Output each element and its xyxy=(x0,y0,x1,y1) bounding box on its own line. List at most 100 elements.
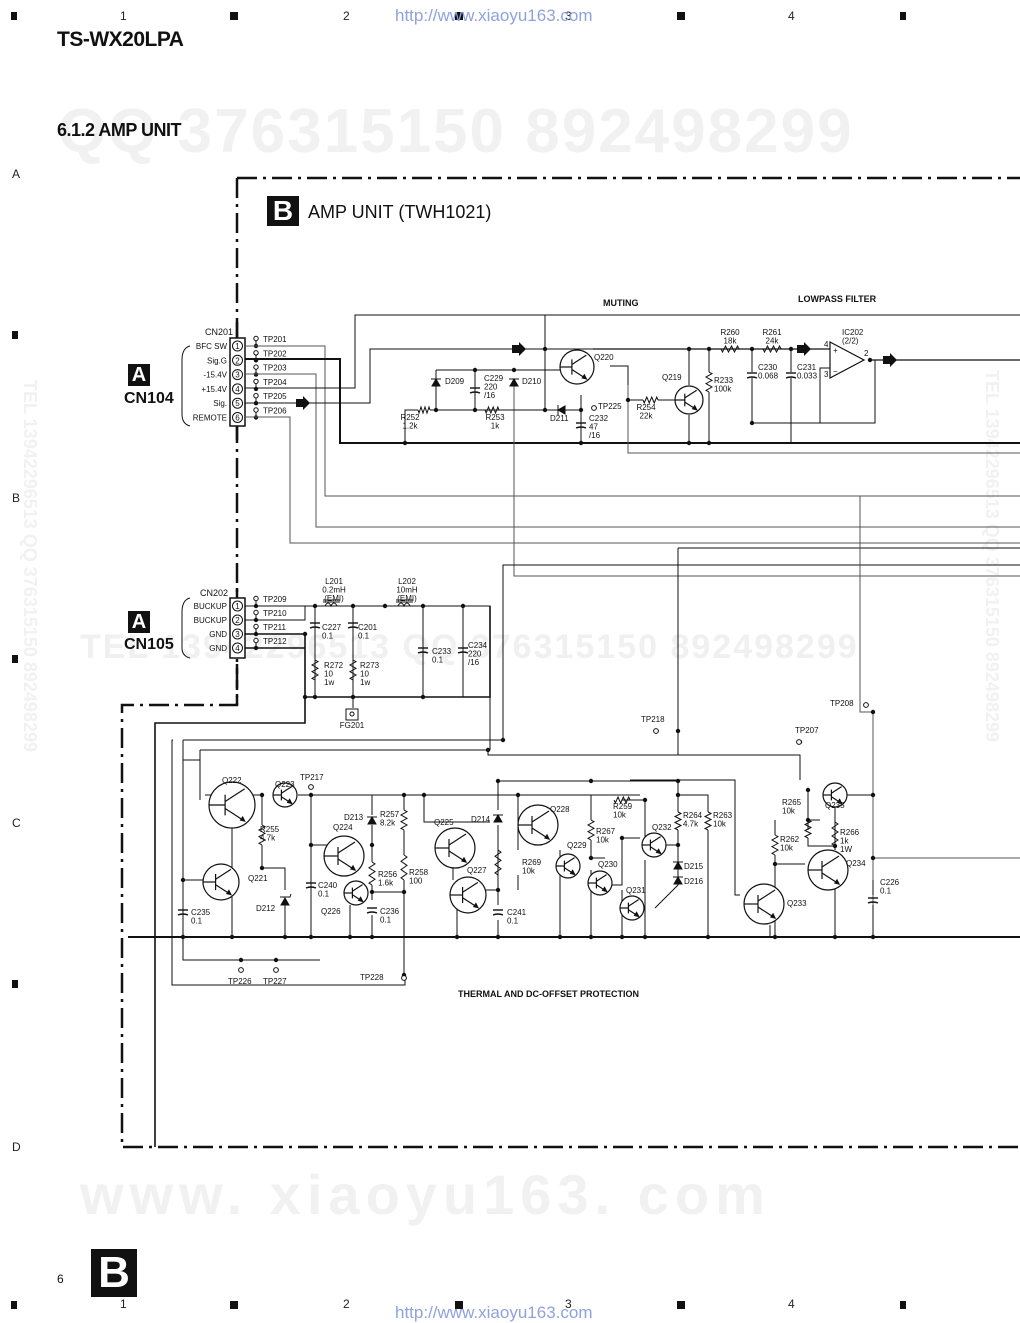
footer-board-badge: B xyxy=(91,1249,137,1297)
test-point-icon[interactable] xyxy=(653,728,659,734)
row-letter: C xyxy=(12,816,21,830)
junction-dot xyxy=(557,934,563,940)
cn105-badge: A xyxy=(128,611,150,633)
junction-dot xyxy=(259,865,265,871)
test-point-icon[interactable] xyxy=(253,364,259,370)
transistor-icon xyxy=(641,832,667,858)
test-point-icon[interactable] xyxy=(253,378,259,385)
connector-pin xyxy=(232,628,243,640)
component-label-d213: D213 xyxy=(344,813,364,822)
resistor-icon xyxy=(762,344,782,354)
test-point-icon[interactable] xyxy=(253,350,259,356)
board-title: AMP UNIT (TWH1021) xyxy=(308,202,492,222)
grid-marker xyxy=(230,12,238,20)
test-point-icon[interactable] xyxy=(308,784,314,790)
junction-dot xyxy=(706,346,712,352)
junction-dot xyxy=(588,855,594,861)
transistor-symbols xyxy=(202,349,849,925)
component-label-q225: Q225 xyxy=(434,818,454,827)
cn201-ref: CN201 xyxy=(205,327,233,337)
junction-dot xyxy=(402,440,408,446)
resistor-icon xyxy=(720,344,740,354)
cn105-label: CN105 xyxy=(124,636,174,653)
test-point-icon[interactable] xyxy=(253,595,259,602)
test-point-icon[interactable] xyxy=(796,739,802,745)
junction-dot xyxy=(350,603,356,609)
signal-arrow-icon xyxy=(512,342,526,356)
block-title-protection: THERMAL AND DC-OFFSET PROTECTION xyxy=(458,989,639,999)
test-point-icon[interactable] xyxy=(253,609,259,616)
header-url-link[interactable]: http://www.xiaoyu163.com xyxy=(395,6,593,25)
transistor-icon xyxy=(202,863,240,901)
test-point-icon[interactable] xyxy=(591,405,597,411)
test-point-icon[interactable] xyxy=(253,335,259,342)
transistor-icon xyxy=(807,849,849,891)
transistor-icon xyxy=(343,880,369,906)
test-point-icon[interactable] xyxy=(238,967,244,973)
junction-dot xyxy=(588,934,594,940)
diode-icon xyxy=(556,405,566,415)
junction-dot xyxy=(369,934,375,940)
capacitor-icon xyxy=(177,909,189,916)
connector-pin xyxy=(232,354,243,366)
test-point-icon[interactable] xyxy=(253,623,259,630)
wires-upper xyxy=(245,314,1020,577)
signal-arrow-icon xyxy=(797,342,811,356)
svg-text:4: 4 xyxy=(824,340,829,349)
test-point-icon[interactable] xyxy=(253,393,259,399)
pin-number: 4 xyxy=(235,644,240,653)
capacitor-icon xyxy=(575,422,587,429)
junction-dot xyxy=(308,842,314,848)
test-point-icon[interactable] xyxy=(863,702,869,708)
junction-dot xyxy=(238,957,244,963)
grid-marker xyxy=(677,12,685,20)
transistor-icon xyxy=(822,782,848,808)
junction-dot xyxy=(706,440,712,446)
pin-label: +15.4V xyxy=(201,385,227,394)
test-point-icon[interactable] xyxy=(253,407,259,413)
junction-dot xyxy=(302,694,308,700)
junction-dot xyxy=(749,420,755,426)
resistor-icon xyxy=(673,811,683,831)
component-label-q228: Q228 xyxy=(550,805,570,814)
diode-icon xyxy=(367,815,377,825)
pin-label: REMOTE xyxy=(193,414,227,423)
junction-dot xyxy=(642,797,648,803)
resistor-icon xyxy=(417,405,431,415)
pin-label: Sig.G xyxy=(207,356,227,365)
resistor-icon xyxy=(399,809,409,831)
footer-url-link[interactable]: http://www.xiaoyu163.com xyxy=(395,1303,593,1322)
resistor-symbols xyxy=(257,344,839,886)
resistor-icon xyxy=(484,405,500,415)
column-number: 3 xyxy=(565,1297,572,1311)
junction-dot xyxy=(312,694,318,700)
component-label-tp218: TP218 xyxy=(641,715,665,724)
transistor-icon xyxy=(674,385,704,415)
test-point-icon[interactable] xyxy=(401,975,407,981)
signal-arrow-icon xyxy=(883,353,897,367)
transistor-icon xyxy=(587,870,613,896)
junction-dot xyxy=(347,934,353,940)
junction-dot xyxy=(485,747,491,753)
junction-dot xyxy=(229,934,235,940)
component-label-q234: Q234 xyxy=(846,859,866,868)
component-label-fg201: FG201 xyxy=(340,721,365,730)
resistor-icon xyxy=(642,395,659,405)
test-point-icon[interactable] xyxy=(253,637,259,644)
junction-dot xyxy=(495,934,501,940)
transistor-icon xyxy=(743,883,785,925)
capacitor-icon xyxy=(305,882,317,889)
test-point-icon[interactable] xyxy=(273,967,279,973)
